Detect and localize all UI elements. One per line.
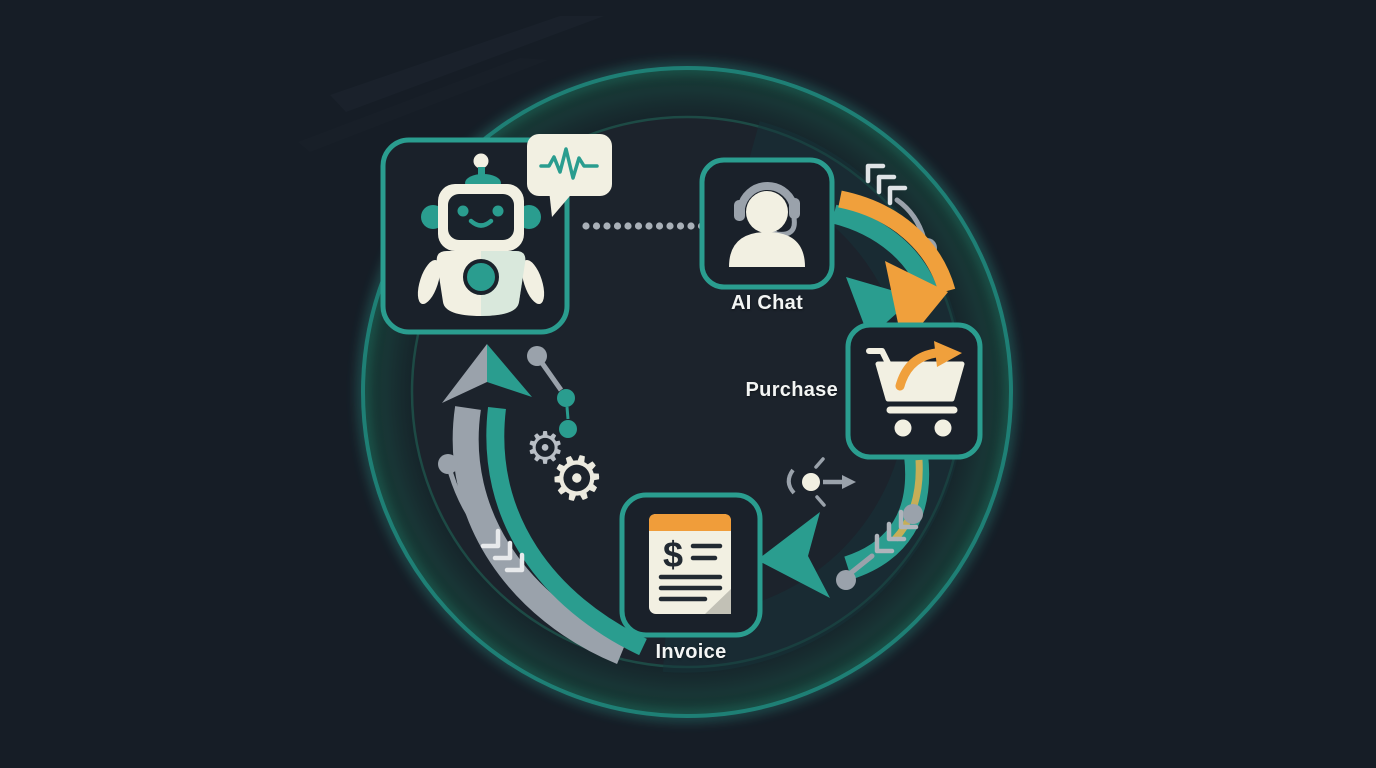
chevron-down-left-icon xyxy=(886,521,907,542)
node-invoice: $ xyxy=(619,492,763,638)
arrow-invoice-to-assistant xyxy=(442,344,647,665)
arrowhead-teal xyxy=(757,512,830,598)
dot-decoration xyxy=(903,504,923,524)
chevron-up-left-icon xyxy=(876,174,897,195)
arrowhead-teal-half xyxy=(487,344,532,397)
dot-decoration xyxy=(557,389,575,407)
chevron-down-right-icon xyxy=(480,528,501,549)
shopping-cart-icon xyxy=(866,341,965,437)
dollar-icon: $ xyxy=(663,534,683,575)
chevron-speed-lines-bottom-right xyxy=(874,509,919,554)
dot-decoration xyxy=(559,420,577,438)
dot-decoration xyxy=(438,454,458,474)
chevron-down-left-icon xyxy=(874,533,895,554)
dot-decoration xyxy=(527,346,547,366)
chevron-down-right-icon xyxy=(504,552,525,573)
background-streaks xyxy=(298,16,604,152)
dotted-connector xyxy=(582,222,706,230)
gear-icon: ⚙ xyxy=(525,423,564,474)
chevron-up-left-icon xyxy=(865,163,886,184)
folded-corner xyxy=(705,589,731,614)
cart-arrow xyxy=(895,348,941,391)
speech-bubble xyxy=(527,134,612,217)
arrow-orange-strip xyxy=(838,190,956,294)
node-purchase xyxy=(845,322,983,460)
node-ai-chat xyxy=(699,157,835,290)
outer-ring xyxy=(361,66,1013,718)
label-invoice: Invoice xyxy=(655,641,727,663)
robot-icon xyxy=(417,153,545,316)
redirect-icon xyxy=(786,457,856,507)
headset-person-icon xyxy=(729,181,805,267)
dot-connector-left xyxy=(438,454,489,541)
label-ai-chat: AI Chat xyxy=(730,292,804,314)
chevron-down-right-icon xyxy=(492,540,513,561)
streak-shape xyxy=(330,16,604,112)
node-connector-decoration xyxy=(527,346,577,438)
arrowhead-gray-half xyxy=(442,344,487,403)
dot-connector-bottom-right xyxy=(836,504,923,590)
chevron-down-left-icon xyxy=(898,509,919,530)
arrow-teal-strip xyxy=(486,406,647,656)
streak-shape xyxy=(298,58,548,152)
chevron-up-left-icon xyxy=(887,185,908,206)
arrow-gray-strip xyxy=(452,406,627,665)
invoice-document-icon: $ xyxy=(649,514,731,614)
waveform-icon xyxy=(539,147,599,180)
chevron-speed-lines-left xyxy=(480,528,525,573)
chevron-speed-lines-top-right xyxy=(865,163,908,206)
label-purchase: Purchase xyxy=(745,379,838,401)
dot-decoration xyxy=(836,570,856,590)
node-ai-assistant xyxy=(380,137,570,335)
